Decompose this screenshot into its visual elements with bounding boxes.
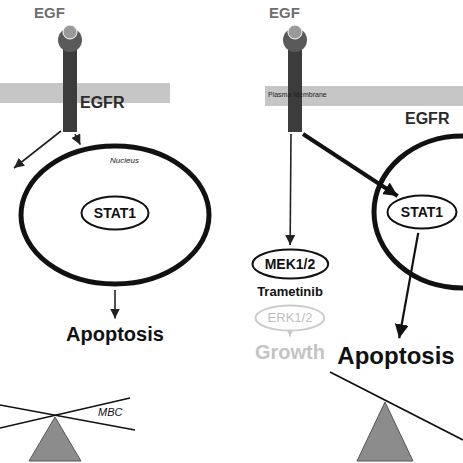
outcome-text: Growth xyxy=(252,340,328,365)
protein-oval: ERK1/2 xyxy=(254,304,326,332)
receptor-label: EGFR xyxy=(80,94,124,112)
nucleus-ellipse xyxy=(374,136,463,288)
nucleus-outline xyxy=(21,146,209,284)
outcome-text: Apoptosis xyxy=(334,341,457,371)
oval-outline xyxy=(388,196,457,229)
membrane-label: Plasma Membrane xyxy=(268,91,327,99)
protein-label: ERK1/2 xyxy=(268,311,313,326)
signal-arrow xyxy=(289,134,291,245)
oval-outline xyxy=(82,197,149,230)
receptor-label: EGFR xyxy=(405,110,449,128)
signal-arrow xyxy=(114,290,116,319)
outcome-text: Apoptosis xyxy=(63,322,167,347)
egf-ligand xyxy=(63,25,77,39)
balance-beam xyxy=(0,398,130,428)
protein-label: STAT1 xyxy=(94,205,136,221)
receptor-stalk xyxy=(63,46,77,132)
oval-outline xyxy=(256,306,325,331)
signal-arrow xyxy=(303,134,398,196)
oval-outline xyxy=(252,250,328,279)
compartment-label: Nucleus xyxy=(110,156,139,165)
outcome-label: Apoptosis xyxy=(337,342,454,370)
protein-oval: STAT1 xyxy=(80,195,150,231)
balance-label: MBC xyxy=(98,406,122,419)
balance-fulcrum xyxy=(29,417,81,461)
protein-oval: STAT1 xyxy=(386,194,458,230)
protein-label: MEK1/2 xyxy=(265,256,316,272)
egf-receptor: EGFEGFR xyxy=(56,24,84,132)
ligand-label: EGF xyxy=(269,4,300,21)
balance-fulcrum xyxy=(357,402,413,461)
nucleus-ellipse: STAT1 Nucleus xyxy=(18,143,212,287)
receptor-stalk xyxy=(288,46,302,132)
egf-receptor-outline xyxy=(281,24,309,132)
egf-receptor: EGFEGFR xyxy=(281,24,309,132)
egf-ligand xyxy=(288,25,302,39)
connector-layer xyxy=(75,134,418,338)
drug-label: Trametinib xyxy=(257,285,323,300)
signal-arrow xyxy=(399,233,418,338)
outcome-label: Growth xyxy=(255,341,325,364)
ligand-label: EGF xyxy=(34,4,65,21)
protein-label: STAT1 xyxy=(401,204,443,220)
outcome-label: Apoptosis xyxy=(66,323,164,346)
balance-beam xyxy=(0,405,135,430)
signal-arrow xyxy=(75,134,80,145)
protein-oval: MEK1/2 xyxy=(251,248,330,280)
signal-arrow xyxy=(289,335,291,337)
egf-receptor-outline xyxy=(56,24,84,132)
